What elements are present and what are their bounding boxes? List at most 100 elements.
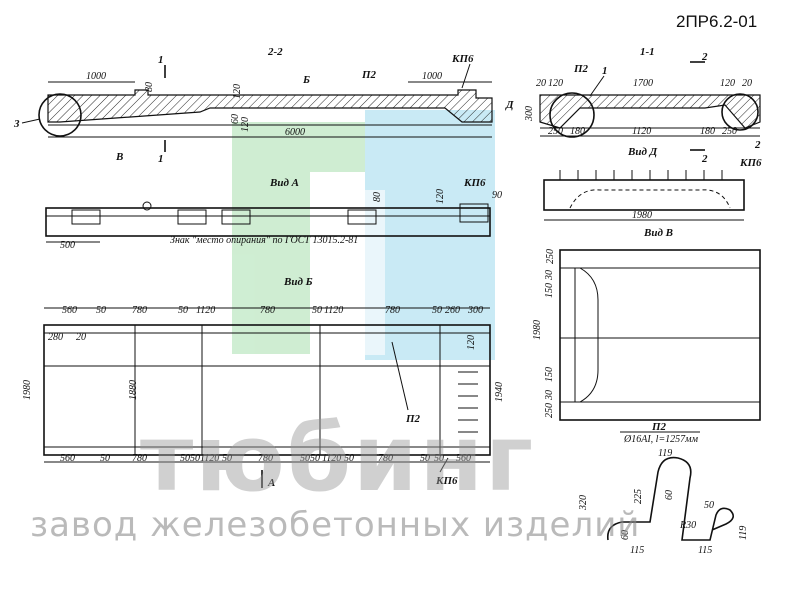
callout-2-label: 2 xyxy=(754,139,761,151)
p2-label-b: П2 xyxy=(405,413,421,425)
brand-watermark-blocks xyxy=(232,110,495,360)
dim-p2-115b: 115 xyxy=(698,545,712,556)
dim-b-20: 20 xyxy=(76,332,86,343)
svg-text:780: 780 xyxy=(385,305,400,316)
svg-text:1120: 1120 xyxy=(200,453,219,464)
view-v-title: Вид В xyxy=(643,227,673,239)
view-b-top-dims: 560 50 780 50 1120 780 50 1120 780 50 26… xyxy=(62,305,483,316)
dim-2-2-120b: 120 xyxy=(240,117,251,132)
view-b-title: Вид Б xyxy=(283,276,313,288)
view-b-marker: Б xyxy=(302,74,310,86)
view-d-title: Вид Д xyxy=(627,146,658,158)
dim-1-1-height-300: 300 xyxy=(524,106,535,122)
kp6-label-a: КП6 xyxy=(463,177,486,189)
detail-p2: П2 Ø16АI, l=1257мм 119 320 225 60 50 R30… xyxy=(578,421,749,556)
dim-p2-60: 60 xyxy=(664,490,675,500)
p2-label-2-2: П2 xyxy=(361,69,377,81)
svg-text:50: 50 xyxy=(96,305,106,316)
svg-text:780: 780 xyxy=(378,453,393,464)
view-b: Вид Б 560 50 780 50 1120 780 50 1120 780… xyxy=(22,276,505,489)
dim-1-1-180b: 180 xyxy=(700,126,715,137)
svg-text:780: 780 xyxy=(132,453,147,464)
dim-p2-119b: 119 xyxy=(738,526,749,540)
dim-2-2-80: 80 xyxy=(144,82,155,92)
view-b-bottom-dims: 560 50 780 50 50 1120 50 780 50 50 1120 … xyxy=(60,453,471,464)
svg-text:50: 50 xyxy=(310,453,320,464)
dim-a-120: 120 xyxy=(435,189,446,204)
view-a-note: Знак "место опирания" по ГОСТ 13015.2-81 xyxy=(170,235,358,246)
view-v-left-dims: 250 30 150 1980 150 30 250 xyxy=(532,249,556,418)
cut-1-top: 1 xyxy=(158,54,164,66)
view-v-marker: В xyxy=(115,151,123,163)
svg-text:560: 560 xyxy=(60,453,75,464)
svg-text:50: 50 xyxy=(222,453,232,464)
svg-text:50: 50 xyxy=(100,453,110,464)
svg-text:250: 250 xyxy=(544,403,555,418)
view-d-marker: Д xyxy=(505,99,514,111)
section-1-1-title: 1-1 xyxy=(640,46,655,58)
callout-3-label: 3 xyxy=(13,118,20,130)
dim-p2-r30: R30 xyxy=(679,520,696,531)
dim-1-1-250a: 250 xyxy=(548,126,563,137)
svg-text:50: 50 xyxy=(312,305,322,316)
dim-p2-225: 225 xyxy=(633,489,644,504)
view-a-title: Вид А xyxy=(269,177,299,189)
svg-text:30: 30 xyxy=(544,270,555,281)
svg-text:300: 300 xyxy=(467,305,483,316)
dim-1-1-180a: 180 xyxy=(570,126,585,137)
svg-text:150: 150 xyxy=(544,367,555,382)
p2-detail-spec: Ø16АI, l=1257мм xyxy=(623,434,699,445)
dim-1-1-20a: 20 xyxy=(536,78,546,89)
watermark-brand: тюбинг xyxy=(140,405,536,512)
view-a-marker-b: А xyxy=(267,477,275,489)
dim-d-1980: 1980 xyxy=(632,210,652,221)
dim-2-2-60: 60 xyxy=(230,114,241,124)
view-d-rebar-ticks xyxy=(559,170,723,180)
dim-p2-320: 320 xyxy=(578,495,589,511)
kp6-label-d: КП6 xyxy=(739,157,762,169)
dim-1-1-20b: 20 xyxy=(742,78,752,89)
svg-text:30: 30 xyxy=(544,390,555,401)
svg-text:560: 560 xyxy=(456,453,471,464)
dim-b-120: 120 xyxy=(466,335,477,350)
section-1-1: 1-1 20 120 1700 120 20 300 250 180 1120 … xyxy=(524,46,761,165)
svg-text:1120: 1120 xyxy=(324,305,343,316)
svg-text:250: 250 xyxy=(545,249,556,264)
section-2-2: 2-2 3 1000 1000 80 120 60 120 6000 1 1 Б… xyxy=(13,46,514,165)
view-d: Вид Д 1980 КП6 xyxy=(543,146,762,221)
svg-text:260: 260 xyxy=(445,305,460,316)
section-2-2-title: 2-2 xyxy=(267,46,283,58)
dim-1-1-width-1700: 1700 xyxy=(633,78,653,89)
drawing-code: 2ПР6.2-01 xyxy=(676,12,758,31)
dim-1-1-250b: 250 xyxy=(722,126,737,137)
dim-2-2-total-6000: 6000 xyxy=(285,127,305,138)
cut-2-bottom: 2 xyxy=(701,153,708,165)
svg-text:1980: 1980 xyxy=(532,320,543,340)
dim-1-1-120b: 120 xyxy=(720,78,735,89)
dim-p2-115a: 115 xyxy=(630,545,644,556)
p2-label-1-1: П2 xyxy=(573,63,589,75)
dim-b-height-1980: 1980 xyxy=(22,380,33,400)
watermark-subtitle: завод железобетонных изделий xyxy=(30,505,641,545)
dim-p2-60b: 60 xyxy=(620,530,631,540)
svg-text:1120: 1120 xyxy=(196,305,215,316)
svg-text:50: 50 xyxy=(300,453,310,464)
dim-1-1-1120: 1120 xyxy=(632,126,651,137)
svg-text:50: 50 xyxy=(344,453,354,464)
svg-text:50: 50 xyxy=(420,453,430,464)
svg-text:150: 150 xyxy=(544,283,555,298)
dim-2-2-left-1000: 1000 xyxy=(86,71,106,82)
svg-text:50: 50 xyxy=(178,305,188,316)
callout-circle-3 xyxy=(38,93,82,137)
kp6-label-b: КП6 xyxy=(435,475,458,487)
dim-1-1-120a: 120 xyxy=(548,78,563,89)
beam-2-2-section xyxy=(47,89,493,123)
dim-b-inner-1880: 1880 xyxy=(128,380,139,400)
svg-text:1120: 1120 xyxy=(322,453,341,464)
dim-b-height-1940: 1940 xyxy=(494,382,505,402)
dim-b-280: 280 xyxy=(48,332,63,343)
svg-text:50: 50 xyxy=(434,453,444,464)
svg-text:50: 50 xyxy=(190,453,200,464)
view-b-right-ticks xyxy=(458,371,478,433)
